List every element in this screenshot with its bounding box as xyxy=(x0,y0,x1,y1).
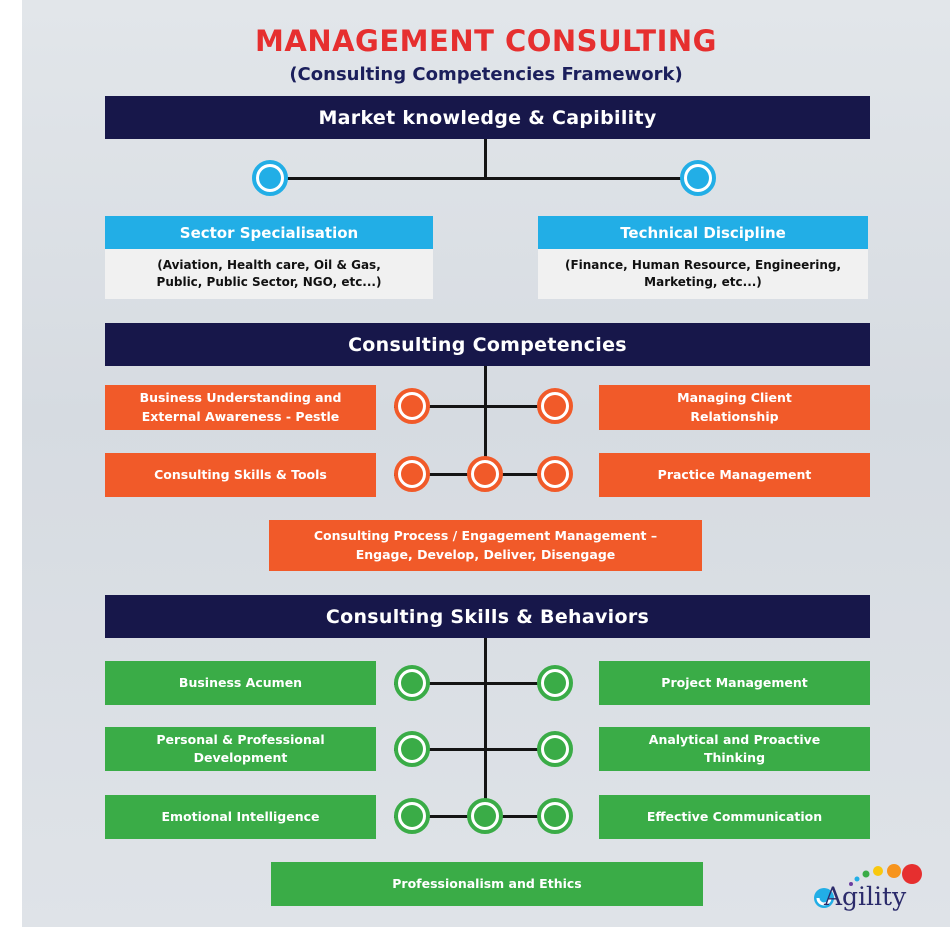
skill-project-management: Project Management xyxy=(599,661,870,705)
orange-node-icon xyxy=(537,388,573,424)
skill-business-acumen: Business Acumen xyxy=(105,661,376,705)
skill-effective-communication: Effective Communication xyxy=(599,795,870,839)
competency-practice-management: Practice Management xyxy=(599,453,870,497)
agility-logo: Agility xyxy=(804,862,944,918)
page-title: MANAGEMENT CONSULTING xyxy=(255,24,717,58)
orange-node-icon xyxy=(537,456,573,492)
skill-analytical-proactive-thinking: Analytical and Proactive Thinking xyxy=(599,727,870,771)
skill-professionalism-ethics: Professionalism and Ethics xyxy=(271,862,703,906)
connector-line xyxy=(484,139,487,179)
page-subtitle: (Consulting Competencies Framework) xyxy=(289,64,683,85)
connector-line xyxy=(484,638,487,800)
orange-node-icon xyxy=(394,456,430,492)
agility-logo-mark-icon xyxy=(814,864,922,908)
orange-node-icon xyxy=(467,456,503,492)
competency-consulting-process: Consulting Process / Engagement Manageme… xyxy=(269,520,702,571)
green-node-icon xyxy=(467,798,503,834)
sector-specialisation-header: Sector Specialisation xyxy=(105,216,433,249)
green-node-icon xyxy=(537,798,573,834)
green-node-icon xyxy=(537,665,573,701)
connector-line xyxy=(272,177,699,180)
connector-line xyxy=(484,366,487,466)
connector-line xyxy=(394,748,559,751)
skills-band: Consulting Skills & Behaviors xyxy=(105,595,870,638)
competency-business-understanding: Business Understanding and External Awar… xyxy=(105,385,376,430)
orange-node-icon xyxy=(394,388,430,424)
market-band: Market knowledge & Capibility xyxy=(105,96,870,139)
competency-consulting-skills-tools: Consulting Skills & Tools xyxy=(105,453,376,497)
framework-canvas: MANAGEMENT CONSULTING (Consulting Compet… xyxy=(22,0,950,927)
connector-line xyxy=(394,682,559,685)
competency-managing-client-relationship: Managing Client Relationship xyxy=(599,385,870,430)
technical-discipline-body: (Finance, Human Resource, Engineering, M… xyxy=(538,249,868,299)
skill-personal-professional-development: Personal & Professional Development xyxy=(105,727,376,771)
blue-node-icon xyxy=(252,160,288,196)
technical-discipline-header: Technical Discipline xyxy=(538,216,868,249)
green-node-icon xyxy=(537,731,573,767)
green-node-icon xyxy=(394,798,430,834)
skill-emotional-intelligence: Emotional Intelligence xyxy=(105,795,376,839)
logo-text: Agility xyxy=(824,882,907,911)
connector-line xyxy=(394,405,559,408)
competencies-band: Consulting Competencies xyxy=(105,323,870,366)
green-node-icon xyxy=(394,665,430,701)
green-node-icon xyxy=(394,731,430,767)
sector-specialisation-body: (Aviation, Health care, Oil & Gas, Publi… xyxy=(105,249,433,299)
blue-node-icon xyxy=(680,160,716,196)
